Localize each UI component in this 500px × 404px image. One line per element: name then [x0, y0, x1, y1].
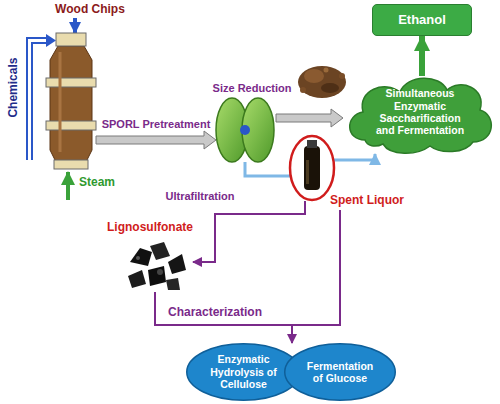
node-text: Enzymatic Hydrolysis of Cellulose	[204, 353, 283, 390]
process-cloud: Simultaneous Enzymatic Saccharification …	[345, 70, 495, 154]
material-label: Spent Liquor	[330, 194, 404, 207]
analysis-oval: Enzymatic Hydrolysis of Cellulose	[186, 343, 301, 401]
step-label: SPORL Pretreatment	[102, 118, 211, 130]
input-label: Wood Chips	[55, 3, 125, 16]
node-text: Ethanol	[398, 12, 446, 27]
step-label: Characterization	[168, 306, 262, 319]
step-label: Ultrafiltration	[165, 190, 234, 202]
node-text: Simultaneous Enzymatic Saccharification …	[369, 87, 471, 137]
input-label: Chemicals	[7, 58, 20, 118]
step-label: Size Reduction	[213, 82, 292, 94]
material-label: Lignosulfonate	[107, 221, 193, 234]
flow-arrow	[419, 36, 425, 76]
node-text: Fermentation of Glucose	[302, 360, 378, 385]
input-label: Steam	[79, 176, 115, 189]
product-box: Ethanol	[372, 4, 472, 36]
analysis-oval: Fermentation of Glucose	[284, 343, 396, 401]
